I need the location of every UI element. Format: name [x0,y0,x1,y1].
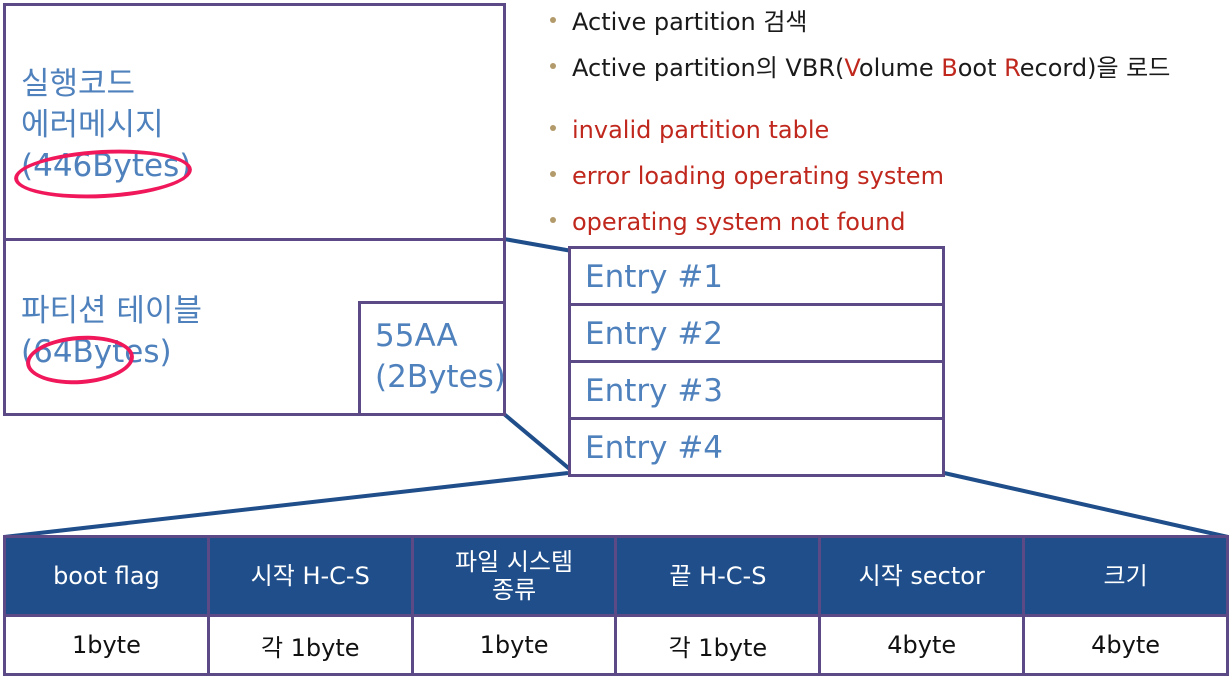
bullet-item-error-3: operating system not found [550,207,906,237]
field-header-start-chs: 시작 H-C-S [206,535,414,617]
field-size-size: 4byte [1022,614,1229,676]
mbr-signature-section: 55AA (2Bytes) [358,301,506,416]
entry-label: Entry #4 [585,430,724,466]
bullet-item-load-vbr: Active partition의 VBR(Volume Boot Record… [550,53,1170,83]
partition-entry-3: Entry #3 [568,360,945,420]
code-line-1: 실행코드 [21,66,136,102]
field-size-start-sector: 4byte [818,614,1026,676]
bullet-dot-icon [550,17,556,23]
field-header-size: 크기 [1022,535,1229,617]
bullet-item-error-1: invalid partition table [550,115,829,145]
field-header-end-chs: 끝 H-C-S [614,535,822,617]
field-size-boot-flag: 1byte [3,614,210,676]
signature-label: 55AA (2Bytes) [375,316,506,398]
bullet-item-search: Active partition 검색 [550,7,808,37]
entry-label: Entry #1 [585,259,724,295]
signature-value: 55AA [375,318,458,354]
partition-table-label: 파티션 테이블 (64Bytes) [21,291,202,373]
connector-line-bottom [502,412,574,473]
partition-entry-2: Entry #2 [568,303,945,363]
connector-line-right [943,471,1229,539]
field-size-fs-type: 1byte [410,614,618,676]
partition-entry-1: Entry #1 [568,246,945,306]
mbr-code-label: 실행코드 에러메시지 (446Bytes) [21,64,191,187]
bullet-dot-icon [550,171,556,177]
field-header-boot-flag: boot flag [3,535,210,617]
bullet-dot-icon [550,63,556,69]
partition-entry-4: Entry #4 [568,417,945,477]
field-size-end-chs: 각 1byte [614,614,822,676]
bullet-dot-icon [550,125,556,131]
connector-line-top [503,237,573,253]
code-size: (446Bytes) [21,148,192,184]
partition-size: (64Bytes) [21,334,172,370]
bullet-dot-icon [550,217,556,223]
entry-label: Entry #2 [585,316,724,352]
bullet-item-error-2: error loading operating system [550,161,944,191]
fields-size-row: 1byte 각 1byte 1byte 각 1byte 4byte 4byte [3,614,1229,676]
field-size-start-chs: 각 1byte [206,614,414,676]
signature-size: (2Bytes) [375,359,506,395]
partition-line-1: 파티션 테이블 [21,293,202,329]
mbr-code-section: 실행코드 에러메시지 (446Bytes) [3,3,506,242]
entry-label: Entry #3 [585,373,724,409]
field-header-start-sector: 시작 sector [818,535,1026,617]
connector-line-left [3,471,569,539]
code-line-2: 에러메시지 [21,107,164,143]
